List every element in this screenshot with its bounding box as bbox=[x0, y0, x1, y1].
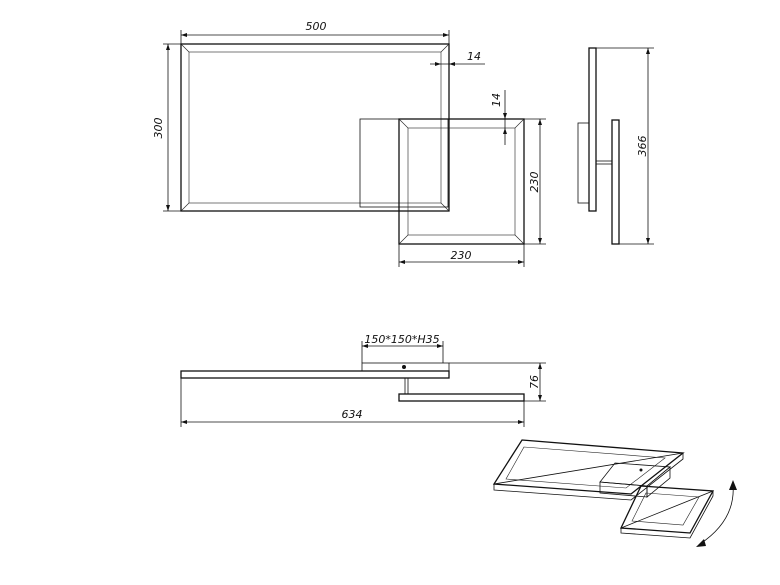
iso-large-frame bbox=[492, 439, 685, 495]
canopy-plate bbox=[359, 118, 449, 208]
dim-height-large: 300 bbox=[152, 118, 165, 139]
isometric-view bbox=[492, 439, 737, 547]
side-canopy bbox=[577, 122, 590, 204]
iso-square-frame bbox=[620, 485, 715, 534]
side-square-frame bbox=[611, 119, 620, 245]
top-square-frame bbox=[398, 393, 525, 402]
dim-side-height: 366 bbox=[636, 136, 649, 157]
front-view: 500 300 14 14 230 230 bbox=[152, 20, 546, 267]
top-view: 150*150*H35 76 634 bbox=[180, 333, 546, 427]
dim-depth: 76 bbox=[528, 375, 541, 389]
dim-width-large: 500 bbox=[306, 20, 327, 33]
large-frame-inner bbox=[188, 51, 442, 204]
dim-square-width: 230 bbox=[451, 249, 472, 262]
dim-square-height: 230 bbox=[528, 172, 541, 193]
dim-frame-side: 14 bbox=[467, 50, 481, 63]
large-frame-outer bbox=[180, 43, 450, 212]
dim-total-length: 634 bbox=[342, 408, 363, 421]
rotation-arrow-icon bbox=[699, 483, 734, 545]
top-large-frame bbox=[180, 370, 450, 379]
dim-canopy: 150*150*H35 bbox=[364, 333, 439, 346]
dim-frame-top: 14 bbox=[490, 93, 503, 107]
square-frame-inner bbox=[407, 127, 516, 236]
side-view: 366 bbox=[577, 47, 654, 245]
side-large-frame bbox=[588, 47, 597, 212]
square-frame-outer bbox=[398, 118, 525, 245]
